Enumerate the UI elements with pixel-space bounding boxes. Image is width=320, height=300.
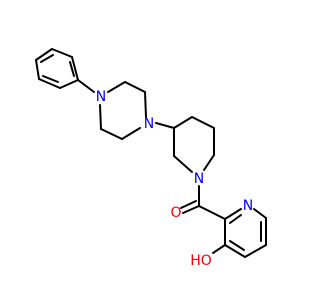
bond [203, 154, 215, 171]
pyridine-nitrogen: N [243, 198, 253, 214]
bond [224, 208, 242, 220]
bond [51, 48, 73, 58]
piperazine-ring [99, 81, 147, 140]
bond [71, 56, 79, 81]
pyridine-ring [224, 208, 267, 258]
bond [35, 59, 40, 80]
bond [155, 122, 175, 129]
bond [35, 48, 53, 61]
bond [40, 54, 54, 63]
bond [38, 78, 61, 89]
bond [212, 244, 226, 254]
bond [198, 205, 226, 220]
hydroxyl-group: HO [190, 253, 212, 269]
bond [99, 104, 102, 130]
bond [124, 81, 146, 93]
bond [100, 128, 123, 140]
bond [244, 244, 267, 258]
bond [180, 200, 197, 209]
piperidine-nitrogen: N [194, 171, 204, 187]
piperidine-ring [173, 116, 215, 173]
piperazine-bottom-nitrogen: N [144, 116, 154, 132]
bond [69, 61, 75, 77]
piperazine-top-nitrogen: N [96, 89, 106, 105]
bond [191, 116, 215, 129]
bond [173, 116, 193, 129]
carbonyl-oxygen: O [170, 205, 181, 221]
bond [224, 244, 246, 258]
bond [77, 79, 95, 93]
bond [144, 91, 147, 118]
bond [42, 75, 59, 83]
bond [107, 81, 126, 93]
bond [253, 208, 267, 219]
bond [59, 79, 79, 89]
bond [229, 214, 242, 224]
bond [173, 155, 193, 173]
bond [121, 127, 141, 140]
molecule-structure: N N N O N HO [35, 48, 267, 269]
bond [229, 240, 245, 251]
bond [182, 205, 200, 214]
phenyl-ring [35, 48, 79, 89]
